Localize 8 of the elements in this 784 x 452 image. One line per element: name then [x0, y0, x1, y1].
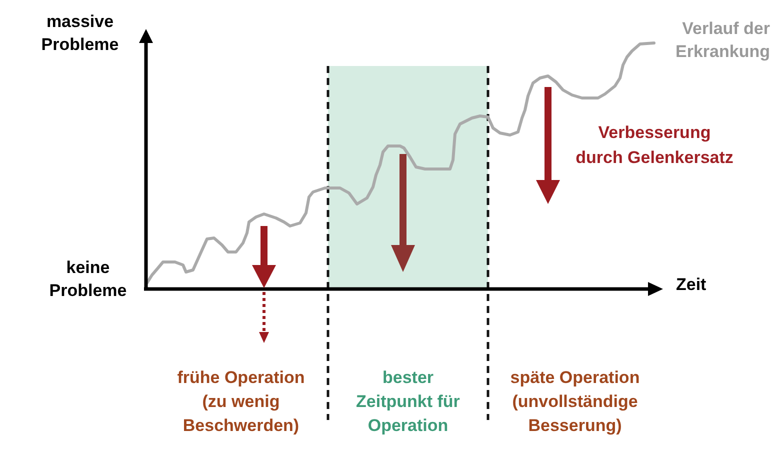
phase-label: späte Operation (unvollständige Besserung): [509, 367, 641, 437]
axis-label: Zeit: [676, 274, 708, 296]
phase-label: frühe Operation (zu wenig Beschwerden): [176, 367, 306, 437]
phase-label: bester Zeitpunkt für Operation: [355, 367, 461, 437]
axis-label: massive Probleme: [40, 11, 120, 56]
axis-label: keine Probleme: [48, 257, 128, 302]
curve-label: Verlauf der Erkrankung: [674, 18, 770, 63]
annotation-label: Verbesserung durch Gelenkersatz: [574, 122, 734, 169]
